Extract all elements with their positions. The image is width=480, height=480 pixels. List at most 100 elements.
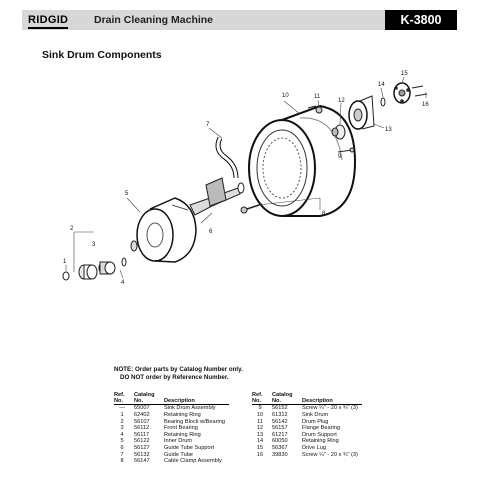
drum-support: [348, 95, 375, 130]
brand-logo: RIDGID: [28, 14, 69, 26]
callout-5: 5: [125, 191, 129, 197]
description-cell: Guide Tube Support: [164, 444, 215, 451]
screws: [307, 85, 428, 153]
header-catalog: Catalog No.: [134, 392, 164, 406]
description-cell: Flange Bearing: [302, 425, 340, 432]
ref-cell: 13: [256, 431, 264, 438]
callout-12: 12: [338, 98, 345, 104]
section-title: Sink Drum Components: [42, 49, 162, 61]
catalog-cell: 56127: [134, 444, 150, 451]
header-bar: [22, 10, 457, 30]
table-row: 5 56122 Inner Drum: [114, 438, 229, 445]
table-row: 14 60050 Retaining Ring: [252, 438, 362, 445]
catalog-cell: 56152: [272, 405, 288, 412]
table-row: 15 56367 Drive Lug: [252, 445, 362, 452]
header-ref: Ref. No.: [114, 392, 134, 406]
header-description: Description: [164, 392, 229, 406]
order-note: NOTE: Order parts by Catalog Number only…: [114, 366, 243, 381]
catalog-cell: 60050: [272, 438, 288, 445]
ref-cell: 6: [120, 444, 124, 451]
callout-7: 7: [206, 122, 210, 128]
catalog-cell: 56367: [272, 444, 288, 451]
callout-11: 11: [314, 94, 321, 100]
description-cell: Sink Drum: [302, 412, 329, 418]
drive-lug: [393, 82, 411, 104]
callout-16: 16: [422, 102, 429, 108]
callout-2: 2: [70, 226, 74, 232]
note-line-2: DO NOT order by Reference Number.: [120, 373, 229, 381]
table-row: 11 56142 Drum Plug: [252, 419, 362, 426]
table-row: 3 56112 Front Bearing: [114, 425, 229, 432]
ref-cell: 3: [120, 425, 124, 432]
exploded-diagram: 10 5 7 6 8 2 3 1 4 12 13 14 15 16 11 9: [62, 71, 429, 286]
ref-cell: 2: [120, 418, 124, 425]
description-cell: Drum Support: [302, 431, 337, 438]
callout-14: 14: [378, 82, 385, 88]
drum-plug: [315, 106, 323, 114]
description-cell: Retaining Ring: [302, 438, 339, 445]
catalog-cell: 56112: [134, 425, 150, 432]
callout-9: 9: [338, 154, 342, 160]
description-cell: Cable Clamp Assembly: [164, 458, 222, 465]
table-row: 16 39830 Screw ¼" - 20 x ¾" (3): [252, 452, 362, 459]
ref-cell: 9: [258, 405, 262, 412]
retaining-ring-14: [380, 97, 386, 107]
table-row: 12 56157 Flange Bearing: [252, 425, 362, 432]
callout-13: 13: [385, 127, 392, 133]
ref-cell: 15: [256, 444, 264, 451]
catalog-cell: 61312: [272, 412, 288, 418]
model-number: K-3800: [385, 10, 457, 30]
note-line-1: NOTE: Order parts by Catalog Number only…: [114, 366, 243, 373]
catalog-cell: 56122: [134, 438, 150, 445]
catalog-cell: 56132: [134, 451, 150, 458]
description-cell: Drive Lug: [302, 444, 326, 451]
description-cell: Guide Tube: [164, 451, 193, 458]
catalog-cell: 56142: [272, 418, 288, 425]
callout-6: 6: [209, 229, 213, 235]
callout-15: 15: [401, 71, 408, 77]
table-row: 7 56132 Guide Tube: [114, 452, 229, 459]
ref-cell: 8: [120, 458, 124, 465]
catalog-cell: 55007: [134, 405, 150, 412]
description-cell: Screw ¼" - 20 x ¾" (3): [302, 451, 358, 458]
ref-cell: 1: [120, 412, 124, 418]
flange-bearing: [331, 124, 346, 140]
ref-cell: 16: [256, 451, 264, 458]
description-cell: Inner Drum: [164, 438, 192, 445]
callout-10: 10: [282, 93, 289, 99]
description-cell: Front Bearing: [164, 425, 198, 432]
ref-cell: 4: [120, 431, 124, 438]
description-cell: Sink Drum Assembly: [164, 405, 216, 412]
parts-table-left: Ref. No. Catalog No. Description — 55007 S…: [114, 392, 229, 465]
catalog-cell: 61217: [272, 431, 288, 438]
ref-cell: 11: [257, 418, 263, 425]
catalog-cell: 56117: [134, 431, 150, 438]
description-cell: Screw ¼" - 20 x ¾" (3): [302, 405, 358, 412]
callout-8: 8: [322, 211, 326, 217]
ref-cell: 5: [120, 438, 124, 445]
callout-4: 4: [121, 280, 125, 286]
table-row: — 55007 Sink Drum Assembly: [114, 405, 229, 412]
ref-cell: 12: [256, 425, 264, 432]
catalog-cell: 39830: [272, 451, 288, 458]
ref-cell: —: [119, 405, 125, 412]
table-row: 6 56127 Guide Tube Support: [114, 445, 229, 452]
sink-drum: [248, 104, 357, 217]
ref-cell: 7: [120, 451, 124, 458]
guide-tube-support: [189, 177, 245, 216]
header-catalog: Catalog No.: [272, 392, 302, 406]
catalog-cell: 56157: [272, 425, 288, 432]
document-title: Drain Cleaning Machine: [94, 14, 214, 26]
inner-drum: [136, 197, 197, 263]
cable-clamp: [240, 203, 263, 214]
table-row: 13 61217 Drum Support: [252, 432, 362, 439]
ref-cell: 14: [256, 438, 264, 445]
logo-underline: [28, 27, 68, 29]
description-cell: Bearing Block w/Bearing: [164, 418, 225, 425]
description-cell: Drum Plug: [302, 418, 329, 425]
callout-1: 1: [63, 259, 67, 265]
